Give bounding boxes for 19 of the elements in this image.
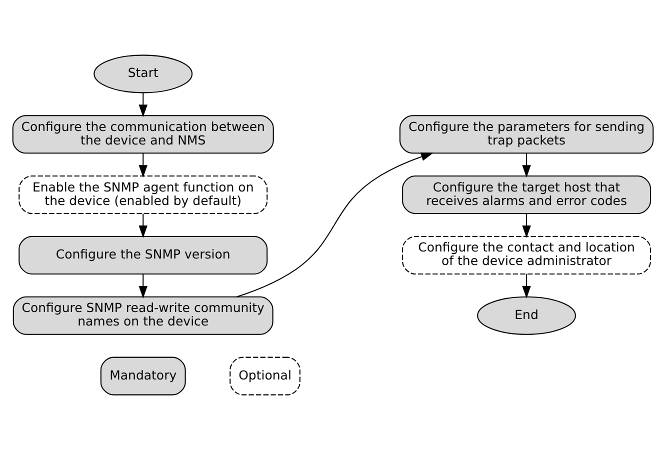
arrow — [522, 274, 531, 298]
arrow — [236, 152, 434, 297]
arrow — [138, 274, 148, 298]
node-box: Configure SNMP read-write community names on the device — [12, 296, 274, 334]
arrow — [522, 152, 531, 178]
node-box: Configure the communication between the device and NMS — [12, 114, 274, 154]
legend-label: Optional — [238, 366, 292, 382]
arrow — [138, 92, 148, 117]
node-box: Configure the parameters for sending trap packets — [399, 114, 654, 154]
arrow — [138, 213, 148, 238]
legend-label: Mandatory — [110, 366, 177, 382]
arrow — [138, 152, 148, 178]
node-ellipse: End — [477, 296, 576, 334]
node-box: Configure the target host that receives alarms and error codes — [402, 175, 652, 214]
node-ellipse: Start — [94, 54, 193, 93]
node-box: Configure the contact and location of the device administrator — [402, 235, 652, 274]
node-box: Enable the SNMP agent function on the device (enabled by default) — [18, 175, 268, 214]
arrow — [522, 213, 531, 238]
node-box: Configure the SNMP version — [18, 235, 268, 274]
